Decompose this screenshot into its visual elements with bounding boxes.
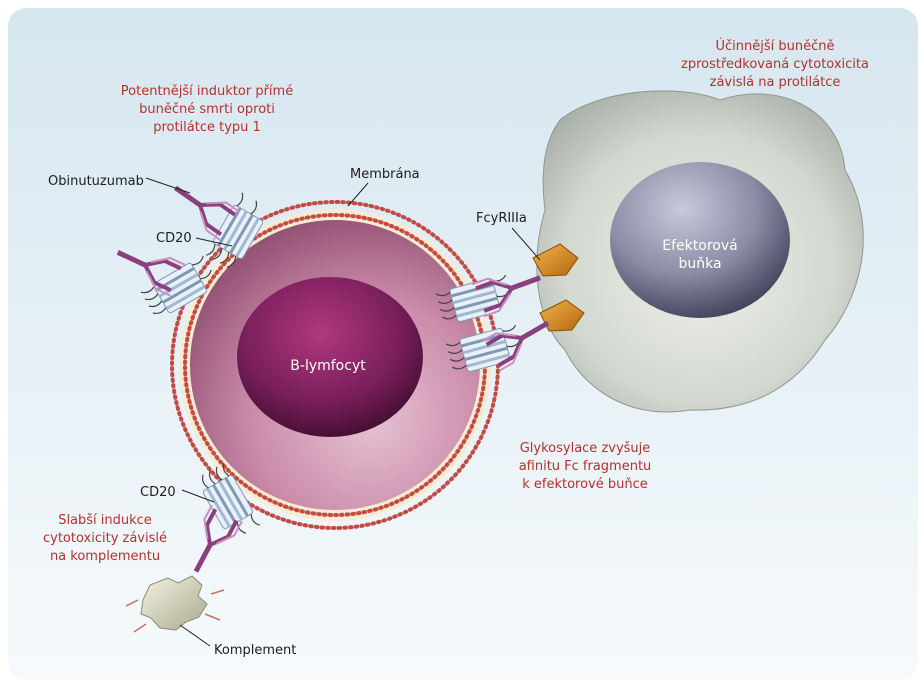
annotation-adcc: Účinnější buněčně zprostředkovaná cytoto… xyxy=(681,38,869,90)
leader-fcgr xyxy=(511,227,541,261)
label-effector-1: Efektorová xyxy=(662,238,737,254)
b-cell-nucleus xyxy=(237,277,423,437)
svg-text:na komplementu: na komplementu xyxy=(50,549,160,564)
svg-text:k efektorové buňce: k efektorové buňce xyxy=(522,477,648,492)
b-cell xyxy=(170,200,500,530)
complement-fibers xyxy=(125,589,225,633)
leader-obinutuzumab xyxy=(145,177,191,194)
svg-text:cytotoxicity závislé: cytotoxicity závislé xyxy=(43,531,167,546)
fcgr-receptor-top xyxy=(532,243,579,277)
label-b-cell: B-lymfocyt xyxy=(290,358,366,374)
annotation-potent: Potentnější induktor přímé buněčné smrti… xyxy=(121,84,293,135)
svg-text:buněčné smrti oproti: buněčné smrti oproti xyxy=(139,102,275,117)
membrane-outer-dots xyxy=(170,200,500,530)
leader-cd20-top xyxy=(195,237,233,247)
leader-membrane xyxy=(347,182,369,207)
fcgr-receptor-bottom xyxy=(539,299,585,332)
svg-text:protilátce typu 1: protilátce typu 1 xyxy=(153,120,261,135)
svg-text:Glykosylace zvyšuje: Glykosylace zvyšuje xyxy=(520,441,651,456)
annotation-glyco: Glykosylace zvyšuje afinitu Fc fragmentu… xyxy=(519,441,652,492)
label-fcgr: FcyRIIIa xyxy=(476,211,527,226)
svg-text:závislá na protilátce: závislá na protilátce xyxy=(710,75,841,90)
svg-text:Účinnější buněčně: Účinnější buněčně xyxy=(716,38,835,54)
effector-nucleus xyxy=(610,162,790,318)
svg-text:zprostředkovaná cytotoxicita: zprostředkovaná cytotoxicita xyxy=(681,57,869,72)
svg-text:Slabší indukce: Slabší indukce xyxy=(58,513,152,528)
svg-text:Potentnější induktor přímé: Potentnější induktor přímé xyxy=(121,84,293,99)
label-effector-2: buňka xyxy=(678,256,721,272)
label-complement: Komplement xyxy=(214,643,296,658)
leader-complement xyxy=(179,624,211,647)
leader-cd20-bottom xyxy=(181,489,215,503)
label-cd20-top: CD20 xyxy=(156,231,192,246)
annotation-cdc: Slabší indukce cytotoxicity závislé na k… xyxy=(43,513,167,564)
complement-molecule xyxy=(140,575,208,631)
svg-text:afinitu Fc fragmentu: afinitu Fc fragmentu xyxy=(519,459,652,474)
label-membrane: Membrána xyxy=(350,167,420,182)
label-obinutuzumab: Obinutuzumab xyxy=(48,174,144,189)
label-cd20-bottom: CD20 xyxy=(140,485,176,500)
